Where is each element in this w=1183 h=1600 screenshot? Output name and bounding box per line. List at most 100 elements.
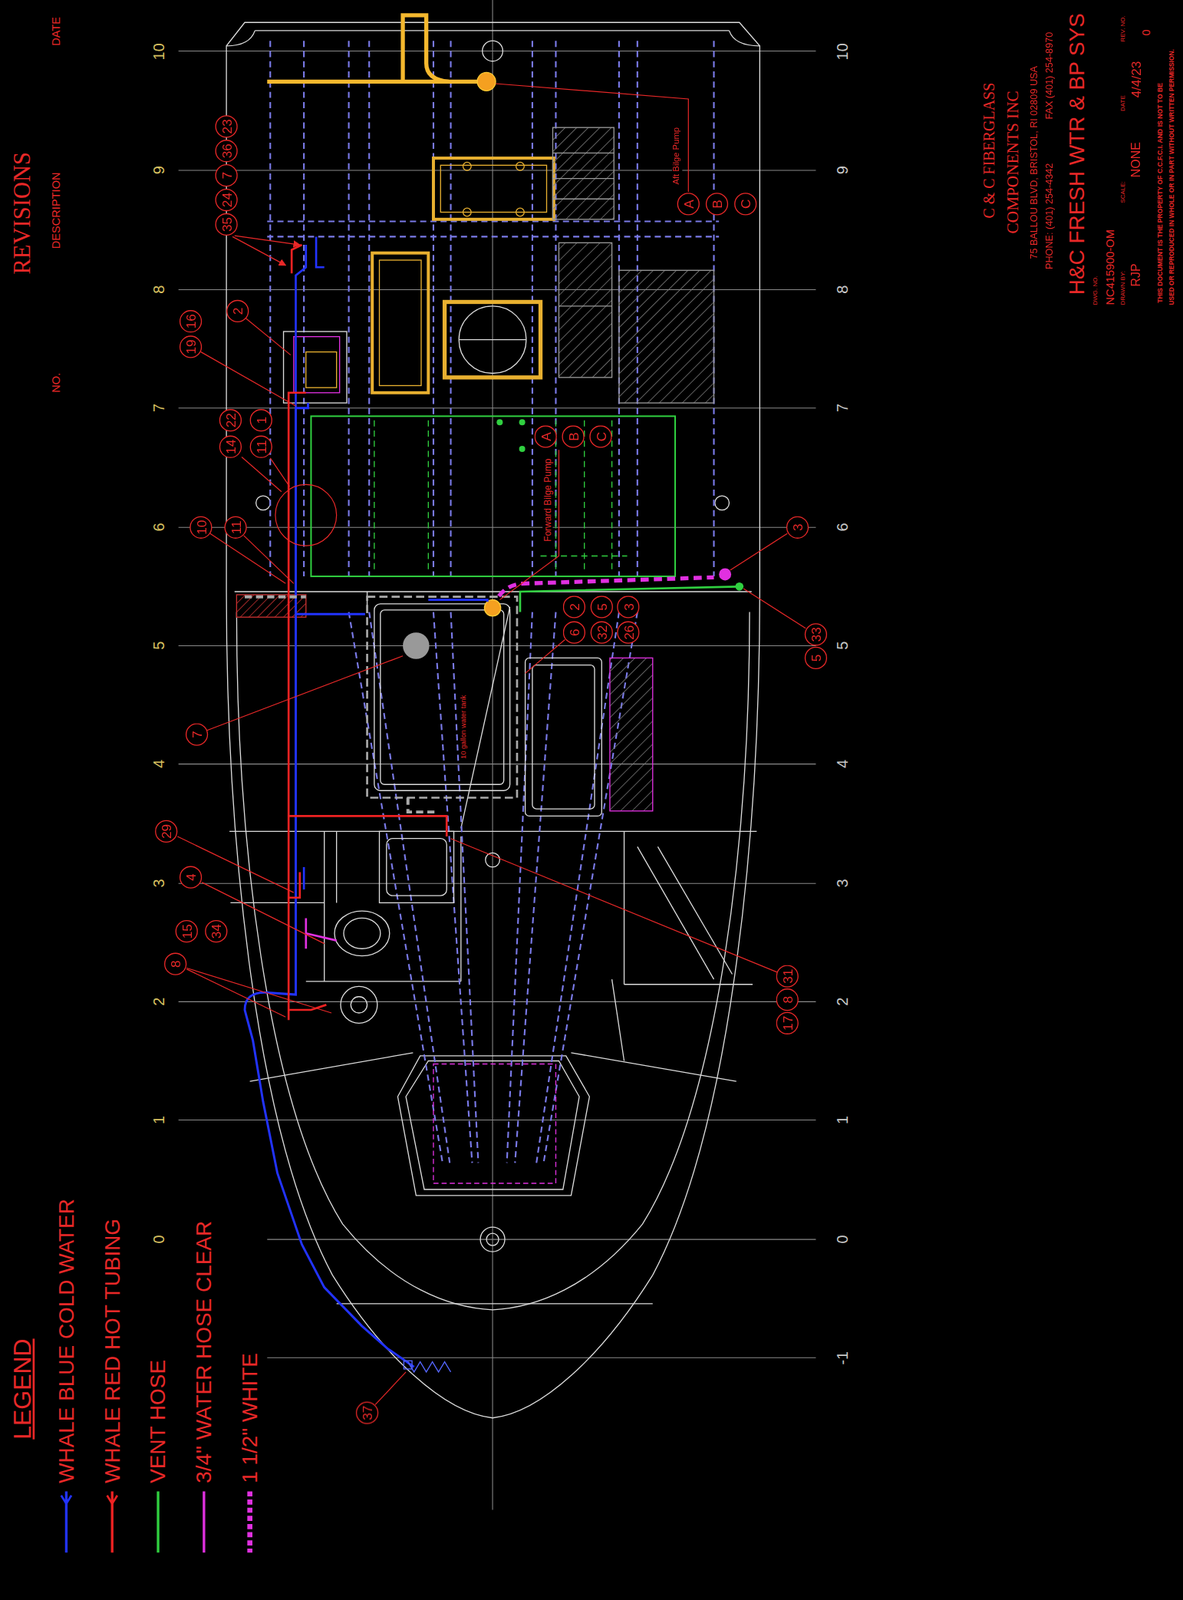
drawing-note: COMPONENTS INC	[1003, 89, 1022, 235]
callout-balloon: A	[534, 425, 557, 448]
cabin-fixtures	[334, 910, 390, 956]
station-number: 8	[832, 283, 851, 295]
water-lines	[303, 866, 306, 890]
hull-outline	[612, 978, 625, 1061]
cabin-fixtures	[525, 657, 603, 816]
callout-balloon: 2	[563, 595, 586, 618]
engine-room-equipment	[552, 198, 614, 200]
legend-title: LEGEND	[8, 1337, 37, 1441]
engine-room-equipment	[555, 420, 557, 572]
station-number: 10	[149, 41, 168, 61]
callout-number: 15	[180, 923, 194, 939]
engine-room-equipment	[306, 352, 337, 389]
callout-number: 11	[254, 439, 268, 454]
callout-balloon: 3	[616, 595, 640, 618]
hull-outline	[226, 30, 760, 47]
stringers	[433, 612, 473, 1164]
stringers	[536, 612, 620, 1164]
station-number: 1	[149, 1113, 168, 1125]
engine-room-equipment	[458, 339, 527, 340]
hull-outline	[623, 830, 625, 984]
callout-balloon: A	[677, 192, 700, 215]
water-lines	[428, 599, 488, 603]
leader-lines	[525, 639, 566, 673]
engine-room-equipment	[558, 305, 612, 307]
drawing-note: REV. NO.	[1119, 14, 1127, 43]
cabin-fixtures	[380, 609, 505, 785]
stringers	[449, 40, 452, 577]
drawing-note: H&C FRESH WTR & BP SYS	[1064, 12, 1090, 297]
station-lines	[178, 289, 817, 290]
callout-balloon: 29	[154, 820, 178, 843]
engine-room-equipment	[558, 242, 612, 377]
drawing-note: NO.	[49, 371, 63, 394]
station-lines	[178, 407, 817, 409]
hull-outline	[657, 846, 732, 974]
drawing-note: USED OR REPRODUCED IN WHOLE OR IN PART W…	[1166, 48, 1175, 307]
drawing-note: C & C FIBERGLASS	[980, 81, 999, 219]
station-lines	[266, 1357, 816, 1358]
callout-number: 35	[219, 217, 233, 232]
engine-room-equipment	[552, 177, 614, 179]
legend-entry: 1 1/2" WHITE	[237, 1351, 263, 1484]
callout-number: 3	[790, 523, 805, 531]
callout-balloon: 19	[179, 335, 202, 358]
water-lines	[408, 797, 439, 813]
drawing-note: PHONE: (401) 254-4342	[1044, 161, 1056, 271]
callout-number: 19	[184, 339, 198, 354]
callout-number: 17	[780, 1015, 795, 1031]
drawing-note: 4/4/23	[1129, 59, 1145, 99]
drawing-note: NC415900-OM	[1103, 228, 1117, 307]
hull-outline	[397, 1055, 590, 1196]
drawing-note: NONE	[1130, 141, 1144, 179]
station-number: -1	[832, 1349, 851, 1365]
hull-outline	[485, 852, 501, 867]
callout-number: 11	[228, 520, 242, 534]
drawing-note: DWG. NO.	[1091, 274, 1099, 307]
station-number: 10	[832, 41, 851, 61]
callout-number: 2	[567, 603, 581, 611]
cabin-fixtures	[386, 838, 447, 896]
legend-entry: WHALE BLUE COLD WATER	[53, 1197, 79, 1484]
bilge-pump-hoses	[477, 72, 496, 91]
cabin-fixtures	[340, 985, 378, 1023]
cabin-fixtures	[374, 603, 511, 791]
drawing-note: Forward Bilge Pump	[542, 457, 554, 543]
legend-entry: 3/4" WATER HOSE CLEAR	[191, 1219, 217, 1485]
stringers	[514, 612, 556, 1164]
callout-balloon: 15	[175, 919, 198, 943]
drawing-note: 0	[1140, 28, 1154, 37]
hull-outline	[336, 1302, 653, 1304]
water-lines	[244, 595, 307, 599]
leader-lines	[245, 318, 290, 356]
callout-number: 4	[184, 873, 198, 881]
drawing-note: REVISIONS	[9, 151, 37, 276]
callout-balloon: 37	[355, 1400, 379, 1424]
callout-number: B	[710, 199, 724, 209]
leader-lines	[451, 838, 778, 973]
callout-balloon: 4	[179, 866, 202, 889]
callout-number: 8	[168, 959, 182, 968]
callout-number: 16	[184, 313, 198, 329]
callout-number: 6	[567, 628, 581, 636]
callout-balloon: 11	[250, 435, 273, 459]
callout-number: A	[539, 431, 553, 442]
station-lines	[178, 763, 817, 765]
engine-room-equipment	[496, 418, 503, 426]
hull-outline	[715, 495, 730, 511]
bilge-pump-hoses	[718, 567, 732, 580]
legend-samples	[61, 1495, 72, 1504]
leader-lines	[177, 836, 294, 893]
callout-balloon: C	[589, 425, 612, 448]
drawing-note: SCALE:	[1119, 180, 1127, 205]
stringers	[368, 40, 370, 577]
drawing-note: DATE	[49, 16, 63, 48]
leader-lines	[243, 535, 294, 584]
station-number: 9	[832, 164, 851, 176]
bilge-pump-hoses	[734, 582, 744, 591]
leader-lines	[186, 968, 286, 1017]
station-number: 4	[832, 758, 851, 770]
station-lines	[178, 1119, 817, 1121]
callout-balloon: 5	[590, 595, 613, 618]
callout-balloon: 2	[226, 299, 249, 323]
